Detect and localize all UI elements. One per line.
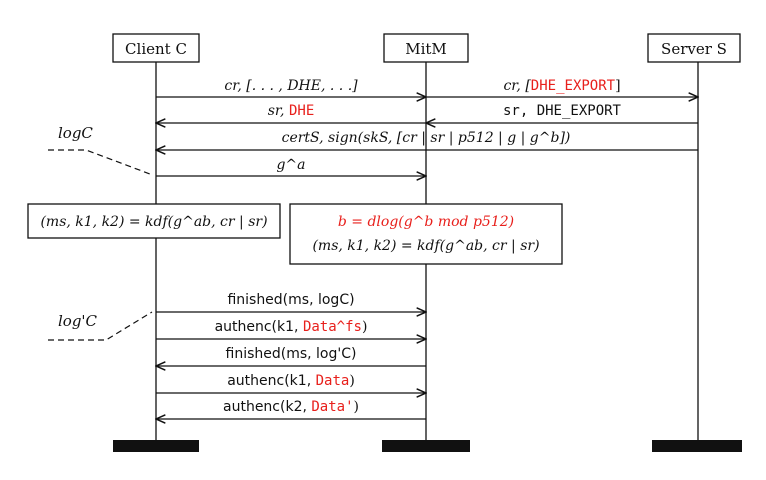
- client-kdf-text: (ms, k1, k2) = kdf(g^ab, cr | sr): [40, 214, 267, 230]
- msg3-label: certS, sign(skS, [cr | sr | p512 | g | g…: [282, 130, 571, 146]
- msg1-right-label: cr, [DHE_EXPORT]: [503, 78, 620, 94]
- server-header-box: [647, 33, 741, 63]
- mitm-end-bar: [382, 440, 470, 452]
- log-c-prime-dashed-line: [48, 311, 153, 341]
- client-header-box: [112, 33, 200, 63]
- mitm-dlog-text: b = dlog(g^b mod p512): [338, 214, 514, 230]
- msg2-left-label: sr, DHE: [268, 103, 315, 119]
- server-end-bar: [652, 440, 742, 452]
- client-header: Client C: [125, 40, 187, 58]
- authenc1-label: authenc(k1, Data^fs): [215, 319, 368, 335]
- client-kdf-box: [27, 203, 281, 239]
- client-end-bar: [113, 440, 199, 452]
- log-c-prime-label: log'C: [58, 312, 98, 330]
- mitm-header: MitM: [405, 40, 447, 58]
- log-c-label: logC: [58, 124, 93, 142]
- authenc2-label: authenc(k1, Data): [227, 373, 355, 389]
- mitm-dlog-box: [289, 203, 563, 265]
- finished1-label: finished(ms, logC): [227, 292, 354, 308]
- mitm-header-box: [383, 33, 469, 63]
- finished2-label: finished(ms, log'C): [226, 346, 357, 362]
- mitm-kdf-text: (ms, k1, k2) = kdf(g^ab, cr | sr): [312, 238, 539, 254]
- msg1-left-label: cr, [. . . , DHE, . . .]: [224, 78, 358, 94]
- authenc3-label: authenc(k2, Data'): [223, 399, 359, 415]
- server-header: Server S: [661, 40, 727, 58]
- log-c-dashed-line: [48, 149, 151, 175]
- msg2-right-label: sr, DHE_EXPORT: [503, 103, 622, 119]
- msg4-label: g^a: [276, 157, 305, 173]
